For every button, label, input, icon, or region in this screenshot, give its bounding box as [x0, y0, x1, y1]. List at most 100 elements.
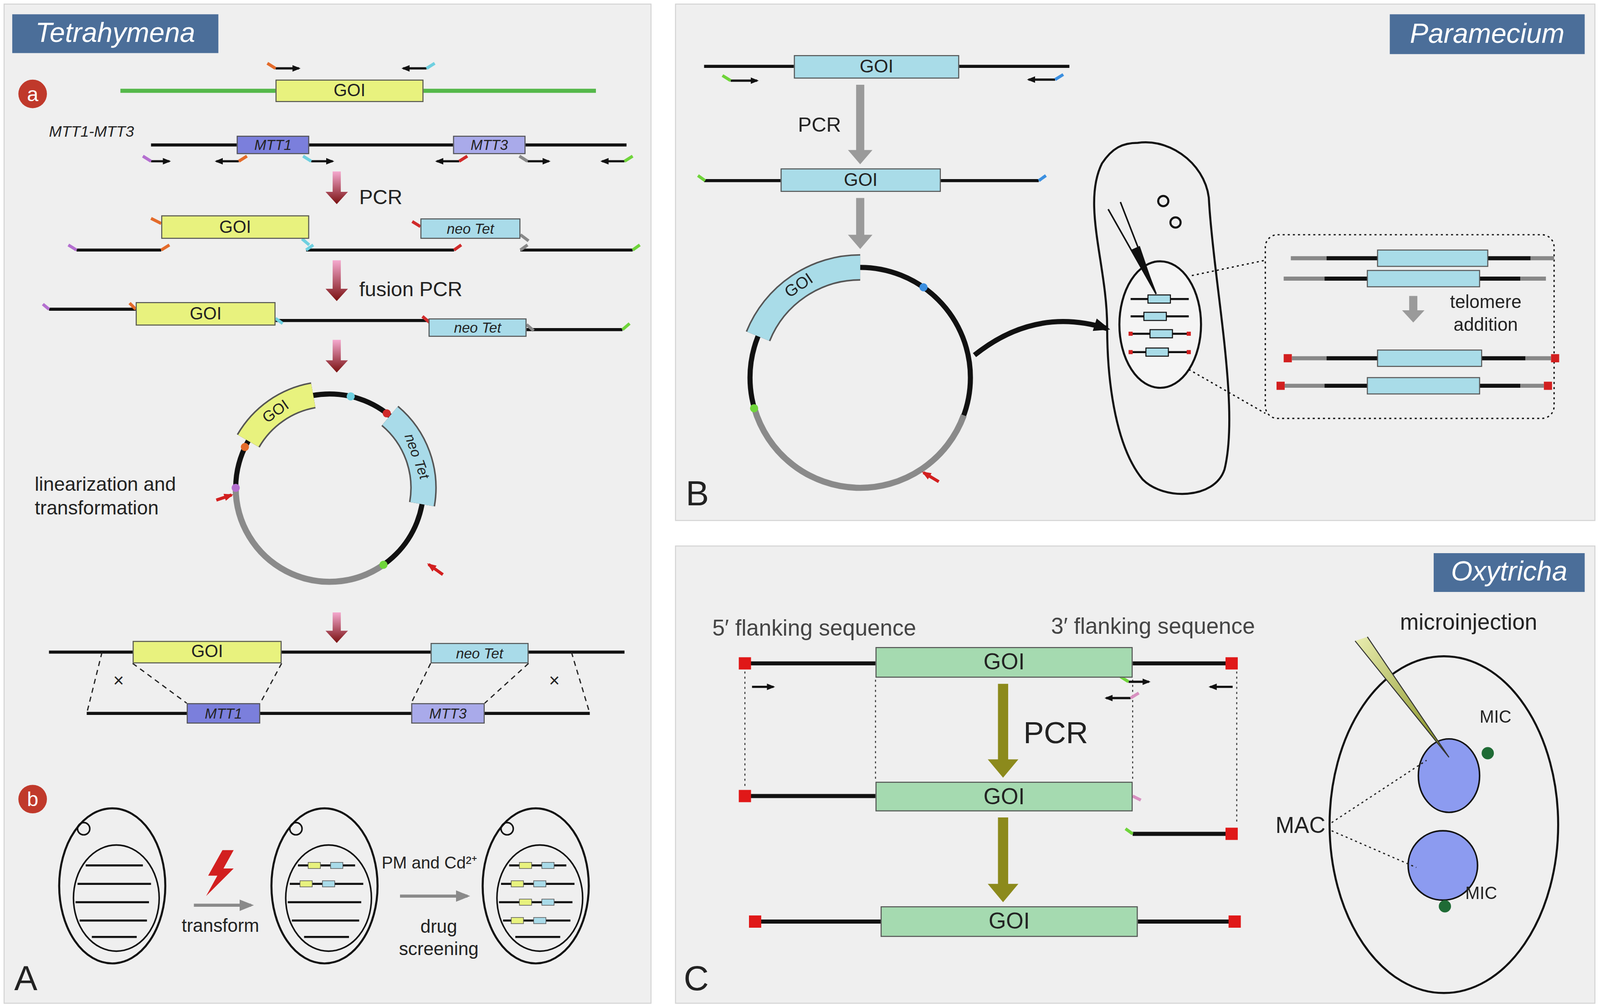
- dna-line: [697, 66, 1070, 181]
- primer-arrow: [403, 67, 427, 70]
- primer-tag: [1055, 74, 1064, 80]
- gene-box: MTT3: [452, 135, 526, 154]
- chromosome: [297, 864, 355, 867]
- telomere-construct: [1377, 349, 1482, 367]
- plasmid: [749, 267, 1108, 488]
- paramecium-cell: [1145, 348, 1169, 357]
- telomere-construct: [1292, 356, 1327, 361]
- panel-background: [675, 545, 1595, 1003]
- telomere-construct: [1276, 250, 1559, 395]
- gene-box: GOI: [880, 906, 1138, 937]
- arrowhead: [987, 883, 1019, 903]
- cell-outline: [59, 808, 166, 964]
- primer-tag: [520, 245, 528, 251]
- telomere-construct: [1520, 383, 1544, 388]
- gene-insert: [300, 880, 313, 887]
- dna-line: [1125, 828, 1133, 834]
- telomere: [738, 656, 752, 670]
- dna-line: [1137, 919, 1235, 924]
- chromosome: [292, 919, 360, 922]
- panel-background: [4, 4, 1595, 1004]
- plasmid: [382, 409, 391, 418]
- gene-box: neo Tet: [420, 218, 521, 239]
- chromosome: [509, 864, 567, 867]
- panel-heading: Tetrahymena: [12, 14, 219, 53]
- primer-tag: [624, 156, 633, 162]
- oxytricha-cell: [1331, 760, 1427, 823]
- paramecium-cell: [1158, 195, 1169, 206]
- plasmid: [216, 392, 443, 582]
- micronucleus: [289, 822, 303, 835]
- chromosome: [515, 935, 561, 938]
- flow-arrow: [987, 817, 1019, 903]
- primer-tag: [275, 318, 283, 324]
- oxytricha-cell: [1438, 900, 1452, 913]
- process-arrow: [325, 171, 348, 205]
- telomere-construct: [1543, 381, 1553, 390]
- primer-arrow: [1128, 680, 1149, 683]
- node-text: GOI: [983, 649, 1025, 676]
- node-text: GOI: [333, 80, 366, 101]
- node-text: GOI: [983, 783, 1025, 810]
- paramecium-cell: [1119, 261, 1201, 388]
- gene-insert: [519, 862, 532, 869]
- plasmid: [758, 267, 861, 337]
- primer-tag: [520, 234, 529, 241]
- annotation-label: telomere addition: [1438, 292, 1533, 337]
- annotation-label: 5′ flanking sequence: [712, 615, 917, 643]
- chromosome: [77, 882, 151, 885]
- node-text: Oxytricha: [1451, 556, 1568, 589]
- chromosome: [303, 935, 349, 938]
- dna-line: [744, 794, 876, 799]
- telomere: [1225, 827, 1238, 840]
- plasmid: [231, 483, 240, 493]
- annotation-label: fusion PCR: [358, 276, 463, 302]
- dna-line: [1132, 831, 1232, 836]
- arrow-shaft: [998, 817, 1009, 885]
- oxytricha-cell: [1329, 656, 1559, 993]
- telomere-construct: [1290, 256, 1327, 261]
- node-text: MTT3: [470, 136, 508, 154]
- annotation-label: linearization and transformation: [34, 473, 217, 520]
- plasmid: [974, 321, 1108, 356]
- paramecium-cell: [1186, 331, 1191, 336]
- primer-tag: [143, 156, 152, 162]
- annotation-label: transform: [181, 915, 260, 938]
- paramecium-cell: [1265, 234, 1554, 419]
- gene-insert: [519, 898, 532, 905]
- annotation-label: drug screening: [394, 916, 484, 961]
- paramecium-cell: [1094, 142, 1555, 494]
- oxytricha-cell: [1481, 747, 1494, 760]
- macronucleus: [497, 845, 583, 952]
- cell-outline: [482, 808, 589, 964]
- node-text: GOI: [988, 908, 1030, 935]
- paramecium-cell: [1130, 246, 1157, 294]
- dna-line: [754, 919, 881, 924]
- gene-box: MTT3: [411, 702, 485, 724]
- guide-line: [875, 679, 877, 780]
- primer-tag: [267, 63, 276, 69]
- primer-tag: [150, 218, 161, 224]
- gene-box: GOI: [135, 302, 276, 326]
- plasmid: [235, 394, 424, 582]
- plasmid: [758, 267, 861, 337]
- telomere-construct: [1283, 276, 1325, 281]
- paramecium-cell: [1148, 294, 1171, 303]
- node-text: GOI: [859, 56, 894, 78]
- primer-tag: [426, 63, 435, 69]
- process-arrow: [400, 894, 468, 898]
- arc-label: GOI: [749, 252, 866, 314]
- edge-label: PCR: [1023, 714, 1089, 752]
- chromosome: [75, 901, 149, 903]
- gene-box: MTT1: [236, 135, 310, 154]
- marker-insert: [330, 862, 344, 869]
- primer-tag: [722, 75, 731, 81]
- primer-arrow: [1210, 685, 1233, 688]
- oxytricha-cell: [1354, 636, 1449, 758]
- primer-arrow: [311, 159, 333, 163]
- annotation-label: PCR: [358, 184, 403, 210]
- dna-line: [49, 90, 633, 713]
- micronucleus: [501, 822, 514, 835]
- recombination-line: [484, 663, 529, 703]
- chromosome: [498, 901, 573, 903]
